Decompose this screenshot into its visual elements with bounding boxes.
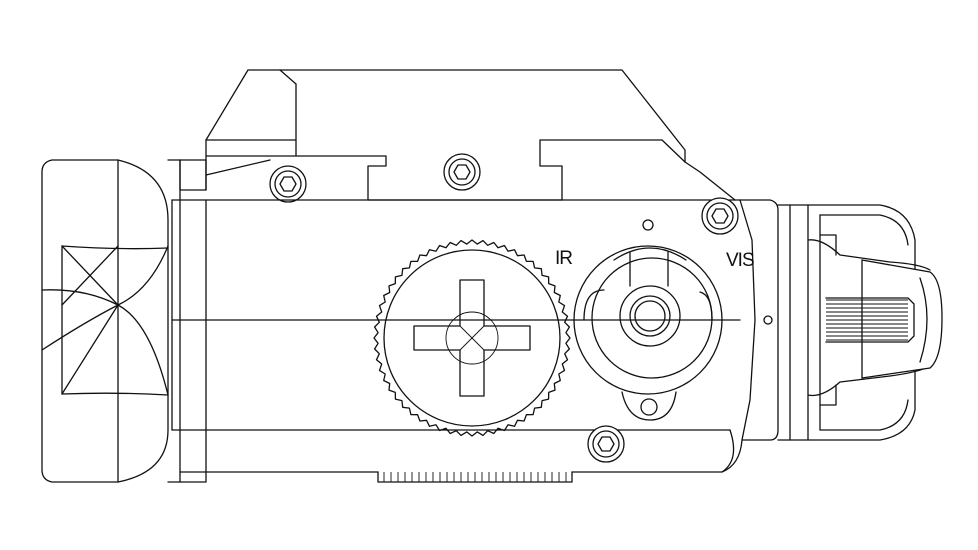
screw-left	[269, 165, 307, 203]
screw-center	[443, 153, 481, 191]
vis-label: VIS	[726, 250, 754, 271]
screw-bottom	[587, 425, 625, 463]
lens-bezel	[41, 159, 181, 483]
adjustment-dial	[373, 239, 571, 437]
bottom-grip	[377, 471, 573, 483]
screw-right	[701, 197, 739, 235]
rear-switch	[739, 199, 943, 441]
ir-label: IR	[555, 248, 572, 269]
mode-selector	[573, 219, 723, 421]
main-body	[171, 159, 756, 483]
